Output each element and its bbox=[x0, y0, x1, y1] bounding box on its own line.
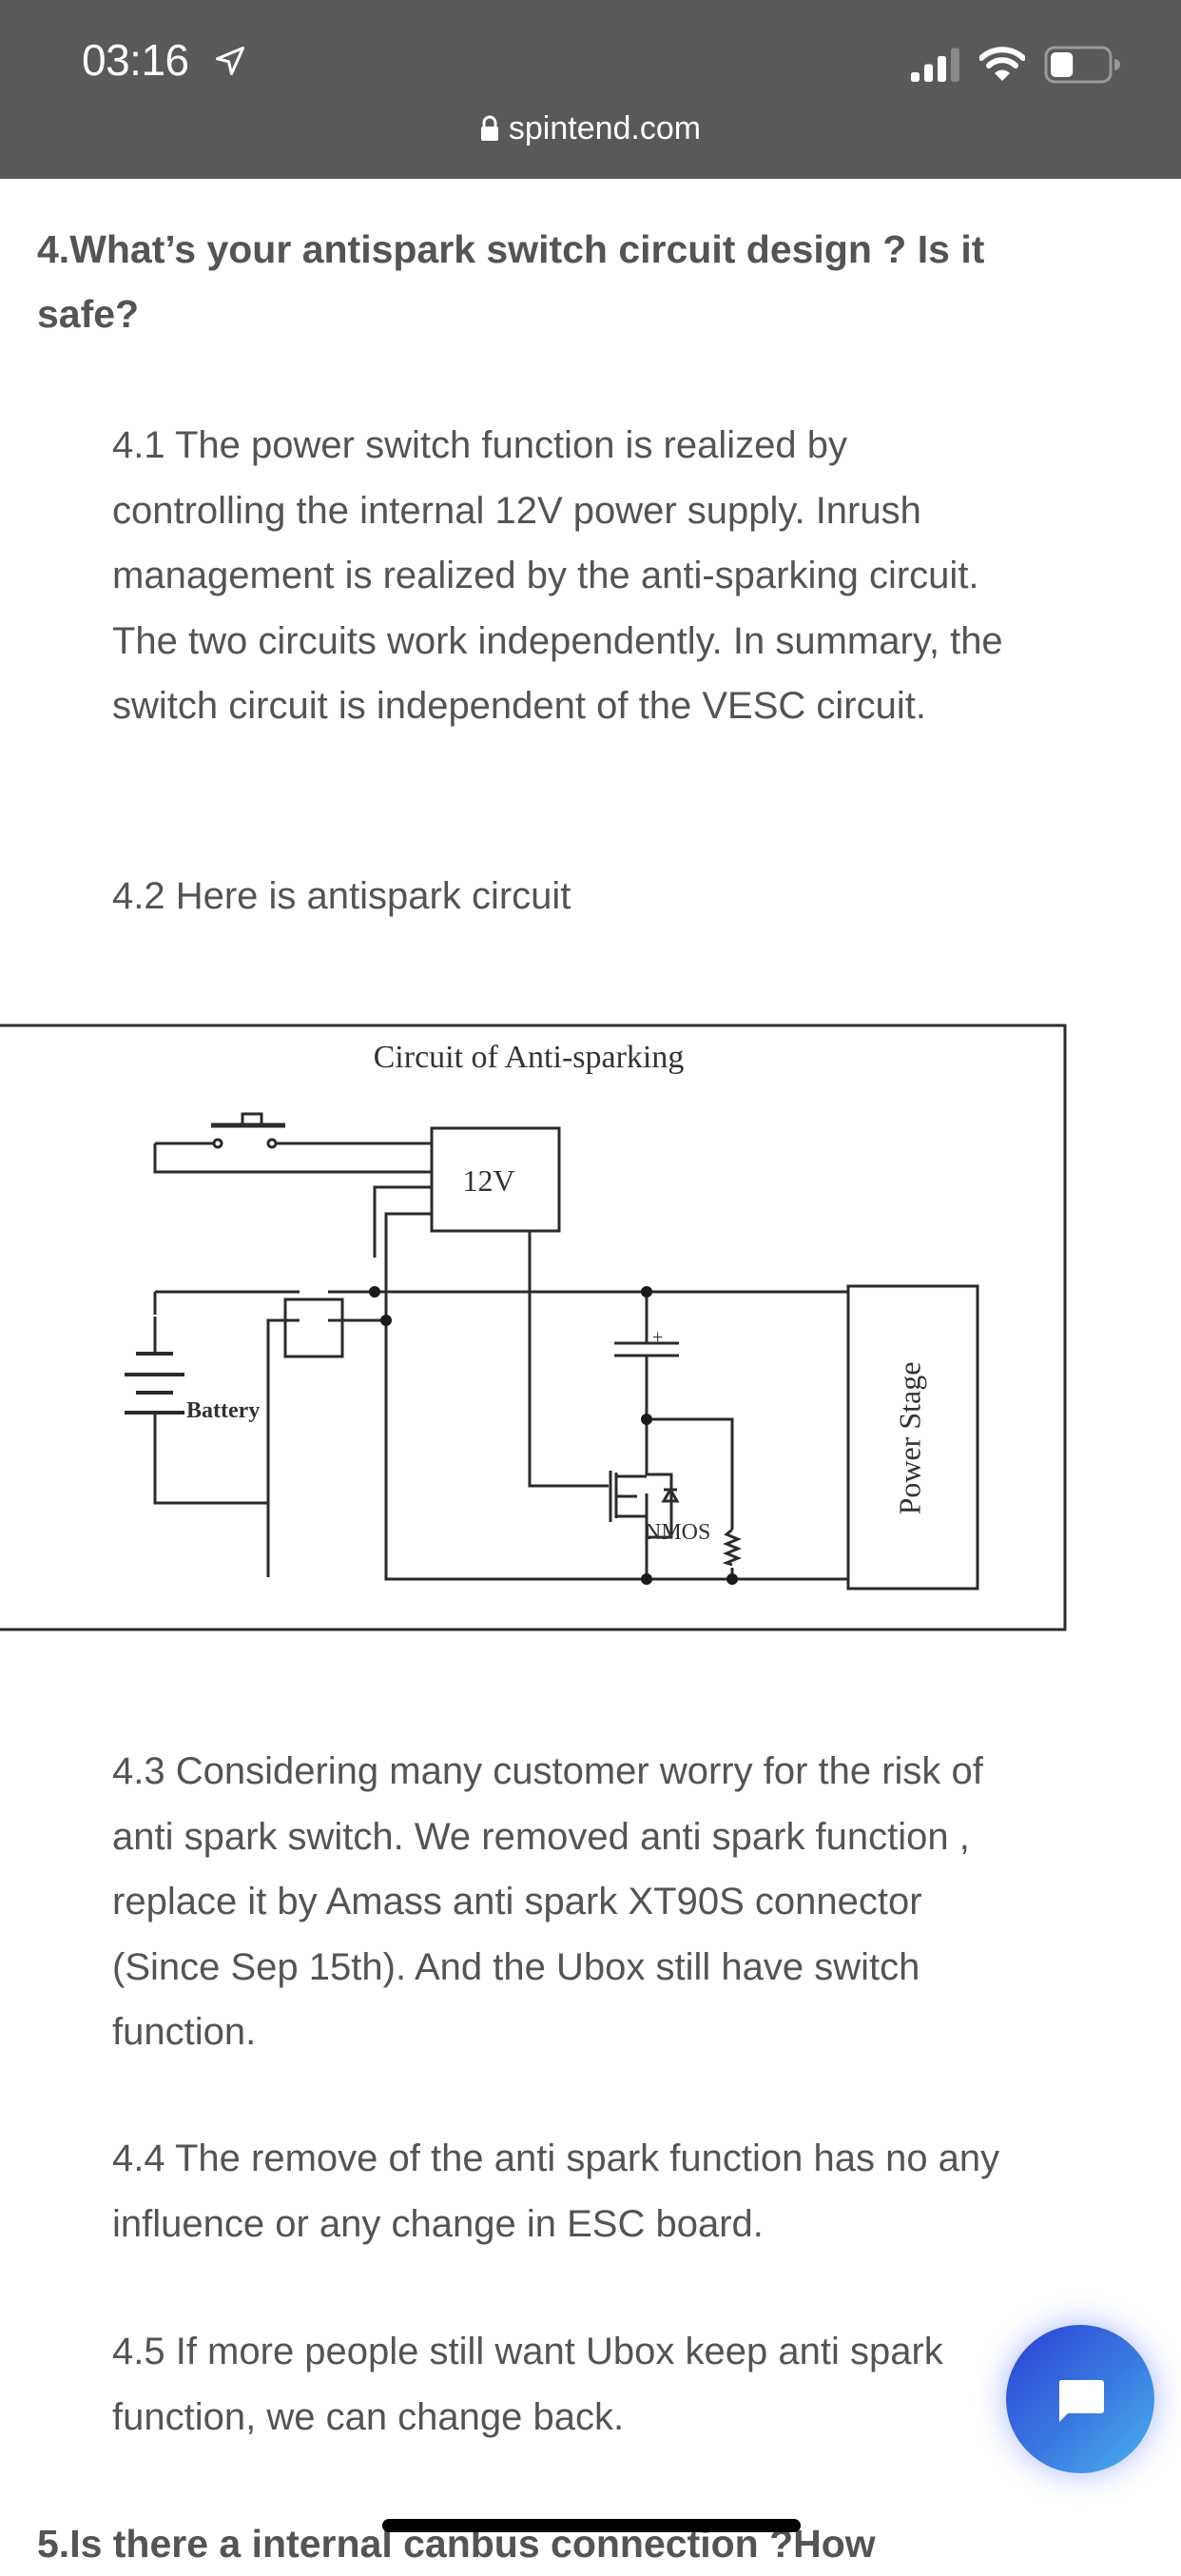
12v-wire-1 bbox=[373, 1185, 432, 1258]
diagram-frame bbox=[0, 1024, 1067, 1631]
cellular-signal-icon bbox=[911, 48, 959, 82]
switch-contact-left bbox=[212, 1138, 223, 1149]
paragraph-4-1: 4.1 The power switch function is realize… bbox=[112, 424, 1003, 727]
junction-dot bbox=[641, 1286, 652, 1298]
switch-contact-right bbox=[266, 1138, 278, 1149]
lock-icon bbox=[480, 115, 498, 141]
junction-dot bbox=[380, 1315, 392, 1326]
12v-gate-wire bbox=[528, 1231, 609, 1488]
battery-symbol bbox=[125, 1352, 184, 1415]
signal-bar bbox=[911, 72, 920, 82]
relay-block bbox=[283, 1298, 344, 1358]
battery-label: Battery bbox=[186, 1398, 260, 1423]
ground-rail bbox=[384, 1286, 848, 1581]
nmos-drain bbox=[645, 1419, 673, 1539]
status-bar: 03:16 spintend.com bbox=[0, 0, 1181, 179]
positive-rail bbox=[153, 1290, 848, 1315]
junction-dot bbox=[369, 1286, 380, 1298]
chat-bubble-icon bbox=[1058, 2380, 1104, 2422]
12v-wire-2 bbox=[384, 1212, 432, 1286]
anti-sparking-circuit-diagram: + Power Stage Circuit of Anti-sparking 1… bbox=[0, 1024, 1067, 1631]
nmos-body bbox=[609, 1471, 649, 1579]
nmos-label: NMOS bbox=[645, 1520, 710, 1545]
junction-dot bbox=[641, 1414, 652, 1425]
paragraph-4-4: 4.4 The remove of the anti spark functio… bbox=[112, 2137, 1000, 2245]
paragraph-4-3: 4.3 Considering many customer worry for … bbox=[112, 1750, 983, 2053]
url-text: spintend.com bbox=[508, 110, 702, 146]
nmos-diode bbox=[661, 1487, 680, 1503]
wifi-icon bbox=[979, 47, 1025, 81]
switch-button bbox=[241, 1112, 263, 1126]
junction-dot bbox=[641, 1573, 652, 1585]
junction-dot bbox=[726, 1573, 738, 1585]
section-4-heading: 4.What’s your antispark switch circuit d… bbox=[37, 227, 985, 336]
home-indicator[interactable] bbox=[382, 2519, 801, 2532]
signal-bar bbox=[951, 48, 959, 82]
battery-icon bbox=[1044, 46, 1120, 84]
diagram-title: Circuit of Anti-sparking bbox=[374, 1040, 685, 1075]
12v-label: 12V bbox=[462, 1163, 514, 1198]
chat-widget-button[interactable] bbox=[1006, 2325, 1154, 2473]
power-stage-box bbox=[846, 1284, 979, 1590]
capacitor-plus: + bbox=[652, 1327, 663, 1348]
signal-bar bbox=[938, 56, 946, 82]
paragraph-4-2: 4.2 Here is antispark circuit bbox=[112, 875, 571, 917]
power-stage-label: Power Stage bbox=[892, 1362, 926, 1515]
resistor-wire bbox=[647, 1417, 734, 1579]
signal-bar bbox=[924, 64, 933, 82]
address-bar[interactable]: spintend.com bbox=[0, 110, 1181, 147]
resistor bbox=[722, 1528, 742, 1567]
negative-feed bbox=[266, 1318, 386, 1577]
switch-wire bbox=[153, 1142, 432, 1174]
battery-wire bbox=[153, 1317, 270, 1577]
battery-level bbox=[1051, 52, 1074, 77]
location-arrow-icon bbox=[216, 47, 244, 75]
12v-box bbox=[430, 1126, 561, 1233]
paragraph-4-5: 4.5 If more people still want Ubox keep … bbox=[112, 2331, 943, 2438]
status-time: 03:16 bbox=[82, 35, 189, 85]
capacitor-plates bbox=[614, 1341, 679, 1357]
